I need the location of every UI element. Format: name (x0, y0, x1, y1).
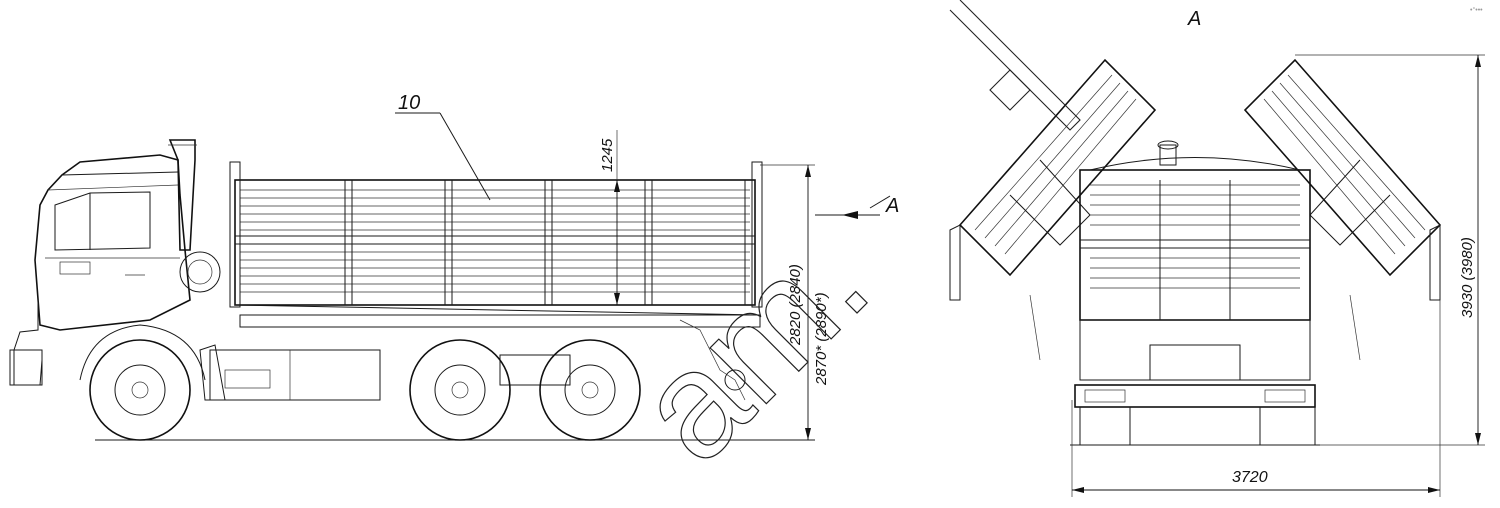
rear-wheel-2 (539, 339, 641, 441)
front-wheel (79, 324, 206, 441)
rear-view-truck: A (949, 8, 1485, 497)
rear-chassis (1070, 319, 1320, 446)
right-tipped-board (1243, 58, 1442, 361)
watermark: am. (603, 0, 1081, 493)
view-title: A (1187, 8, 1201, 30)
dimension-3720: 3720 (1071, 300, 1441, 497)
dimension-overall-height: 2820 (2840) 2870* (2890*) (760, 164, 830, 440)
side-view-truck: 10 A 1245 2820 (2840) 2870* (2890*) (9, 92, 899, 441)
dim-2870-label: 2870* (2890*) (813, 292, 830, 386)
dim-3930-label: 3930 (3980) (1459, 237, 1476, 318)
rear-body (1079, 140, 1311, 321)
corner-logo: •°••• (1470, 6, 1483, 14)
chassis-parts (199, 319, 746, 401)
watermark-text: am. (604, 197, 900, 493)
dimension-3930: 3930 (3980) (1295, 54, 1485, 446)
truck-cab (9, 139, 221, 386)
dim-1245-label: 1245 (599, 138, 616, 172)
callout-10-label: 10 (398, 92, 420, 114)
dim-3720-label: 3720 (1232, 469, 1268, 486)
left-tipped-board (949, 58, 1157, 361)
dimension-1245: 1245 (599, 130, 620, 305)
callout-10: 10 (395, 92, 491, 201)
section-arrow-a: A (815, 195, 899, 219)
rear-wheel-1 (409, 339, 511, 441)
dim-2820-label: 2820 (2840) (787, 264, 804, 346)
cargo-body (229, 161, 763, 328)
section-marker-label: A (885, 195, 899, 217)
